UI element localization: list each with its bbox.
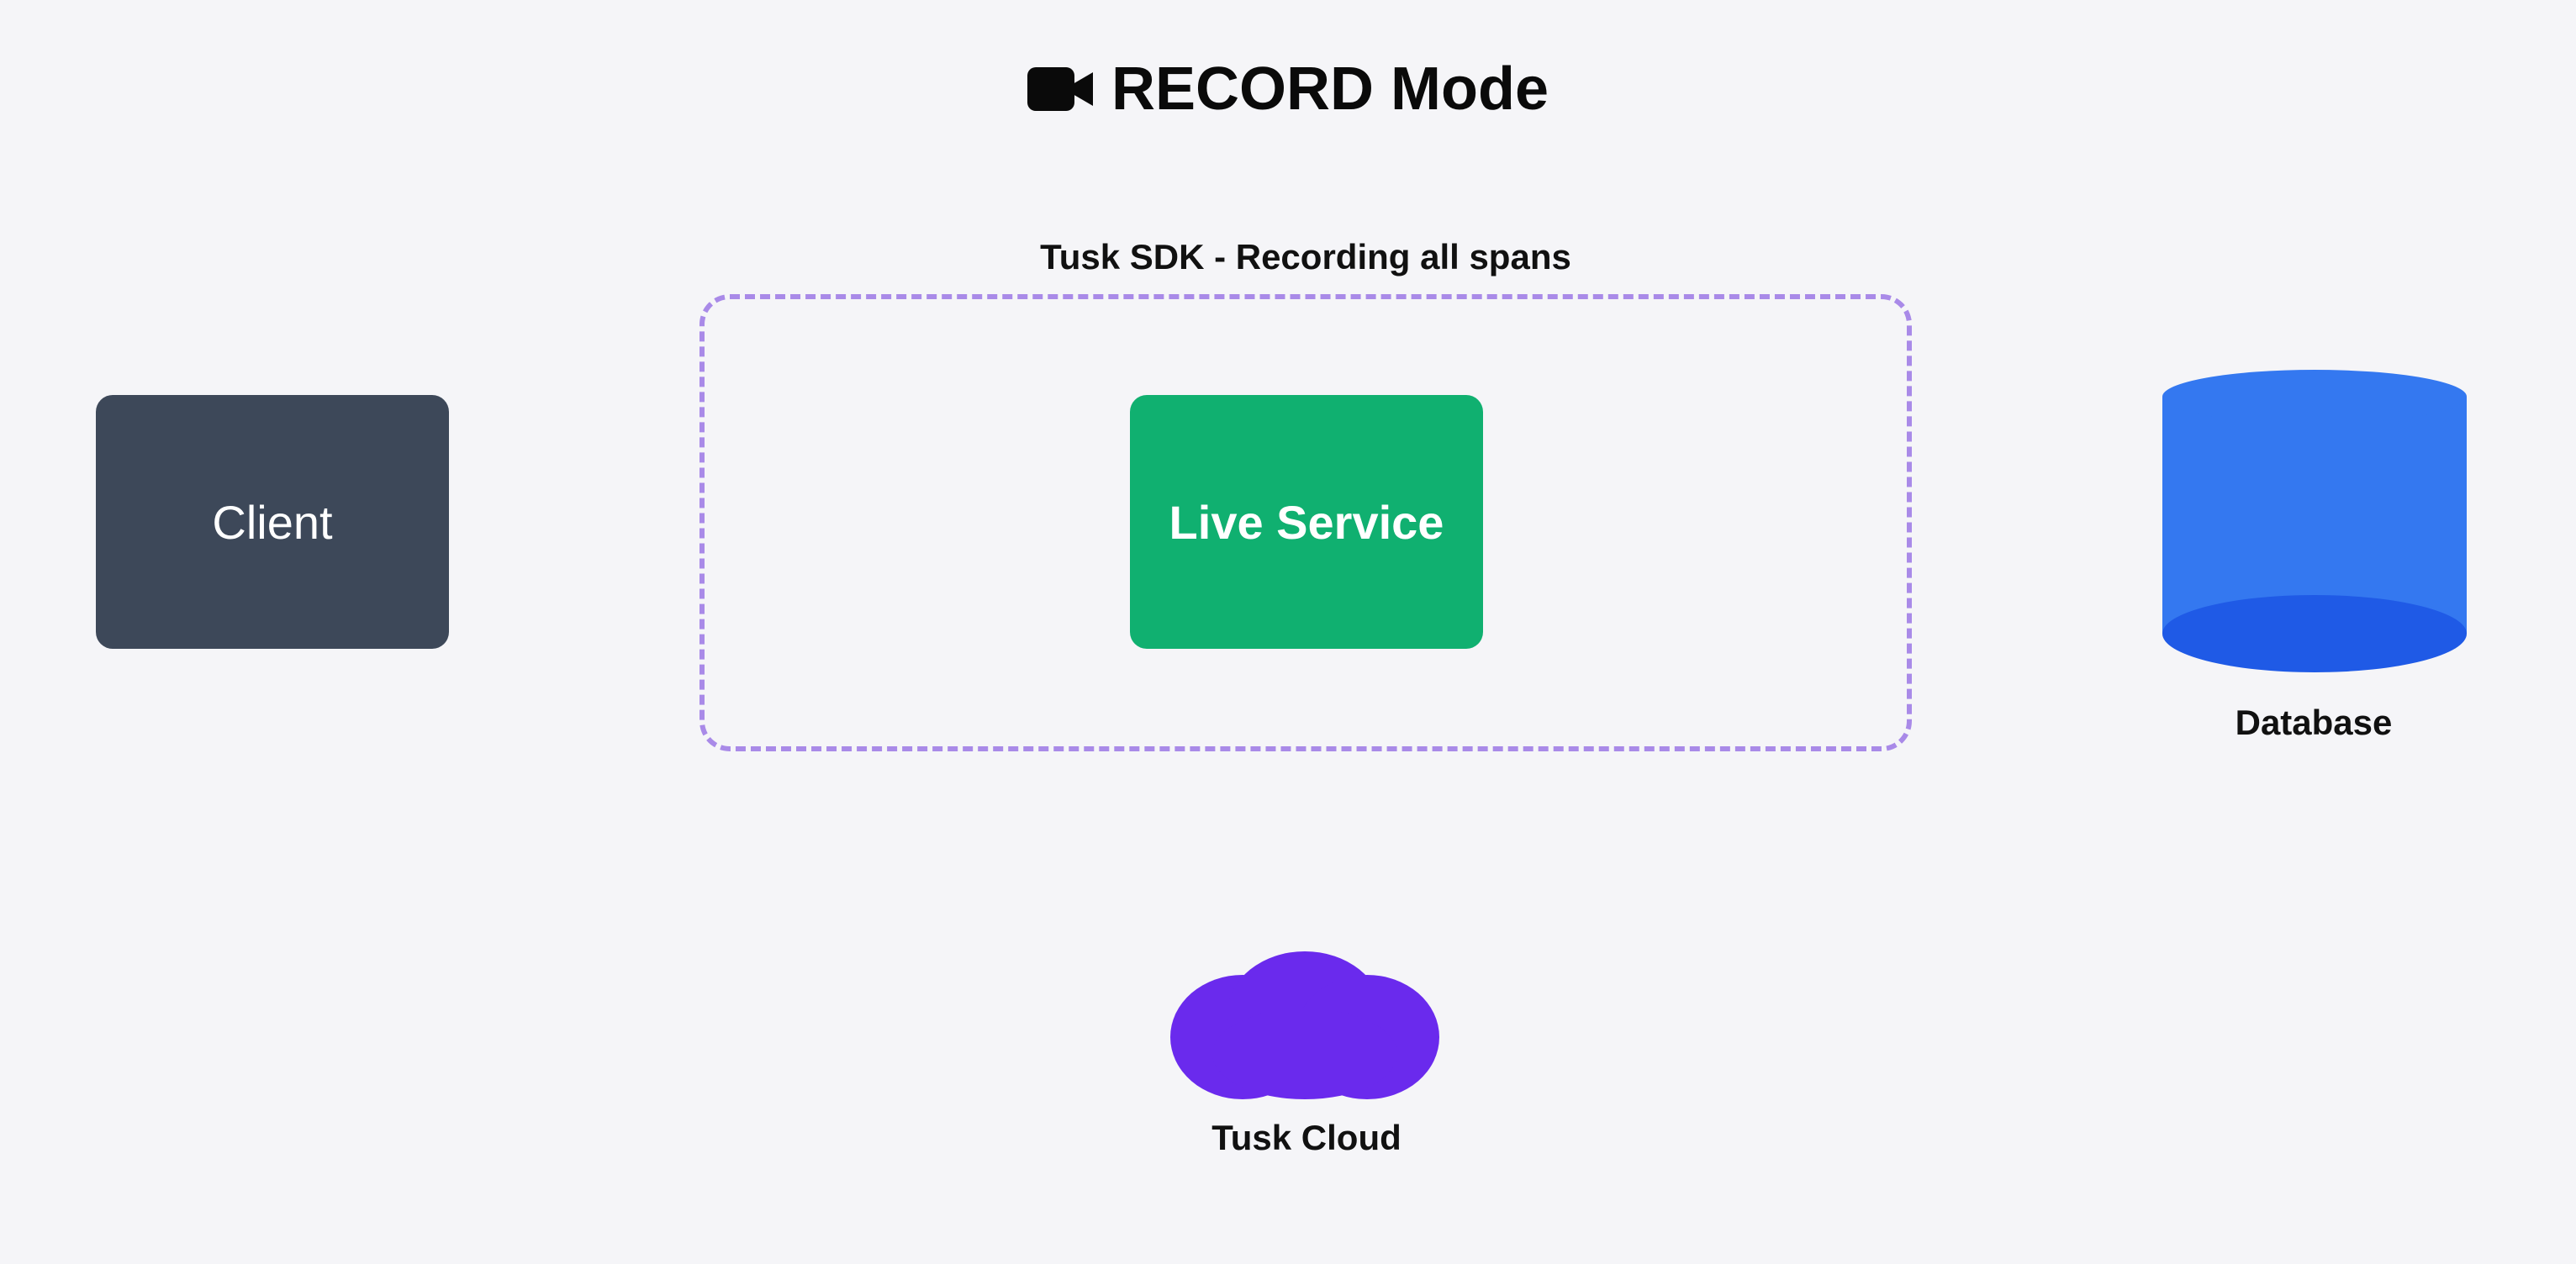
live-service-node: Live Service (1130, 395, 1483, 649)
tusk-cloud-label: Tusk Cloud (1211, 1118, 1401, 1157)
sdk-boundary-label: Tusk SDK - Recording all spans (1040, 237, 1571, 276)
cloud-icon (1170, 951, 1439, 1099)
page-title: RECORD Mode (0, 59, 2576, 119)
live-service-label: Live Service (1169, 495, 1444, 549)
database-label: Database (2235, 703, 2393, 742)
database-cylinder-icon (2162, 370, 2467, 672)
sdk-boundary (699, 294, 1912, 751)
client-label: Client (212, 495, 333, 549)
page-title-text: RECORD Mode (1111, 55, 1549, 123)
client-node: Client (96, 395, 449, 649)
video-camera-icon (1027, 67, 1093, 111)
